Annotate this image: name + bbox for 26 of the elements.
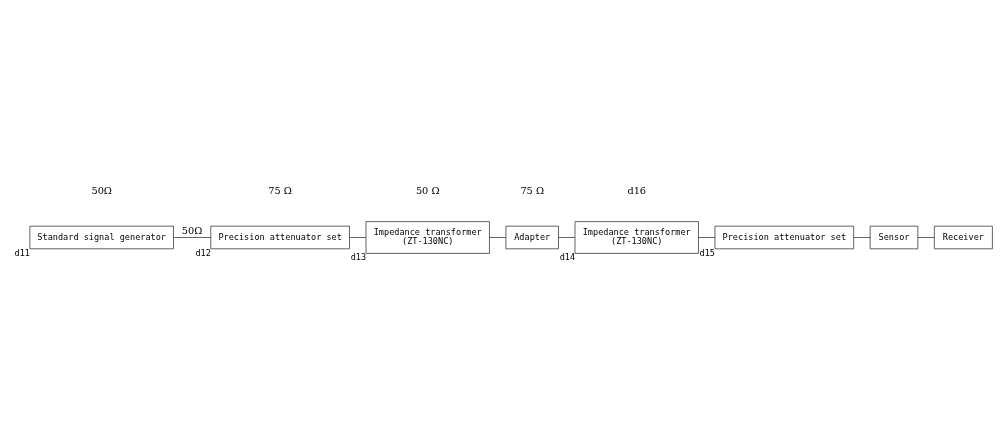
node-label: d12 xyxy=(194,247,211,258)
connector xyxy=(852,237,870,238)
node-box: Standard signal generator xyxy=(29,225,174,250)
label: 50Ω xyxy=(90,184,112,196)
label: 50 Ω xyxy=(415,184,440,196)
label: 75 Ω xyxy=(519,184,544,196)
node-box: Precision attenuator set xyxy=(209,225,350,250)
node-box: Receiver xyxy=(933,225,993,250)
connector xyxy=(488,237,506,238)
connector xyxy=(348,237,366,238)
node-box: Adapter xyxy=(505,225,559,250)
edge-label: 50Ω xyxy=(181,225,202,237)
connector xyxy=(172,237,211,238)
label: 75 Ω xyxy=(267,184,292,196)
node-label: d14 xyxy=(559,252,575,263)
node-label: d11 xyxy=(14,247,30,258)
connector xyxy=(557,237,575,238)
node-label: d13 xyxy=(350,252,366,263)
node-box: Sensor xyxy=(869,225,918,250)
connector xyxy=(697,237,715,238)
node-label: d15 xyxy=(699,247,715,258)
connector xyxy=(917,237,934,238)
node-box: Impedance transformer (ZT-130NC) xyxy=(365,221,490,254)
node-box: Impedance transformer (ZT-130NC) xyxy=(574,221,699,254)
node-box: Precision attenuator set xyxy=(714,225,854,250)
label: d16 xyxy=(626,184,646,196)
